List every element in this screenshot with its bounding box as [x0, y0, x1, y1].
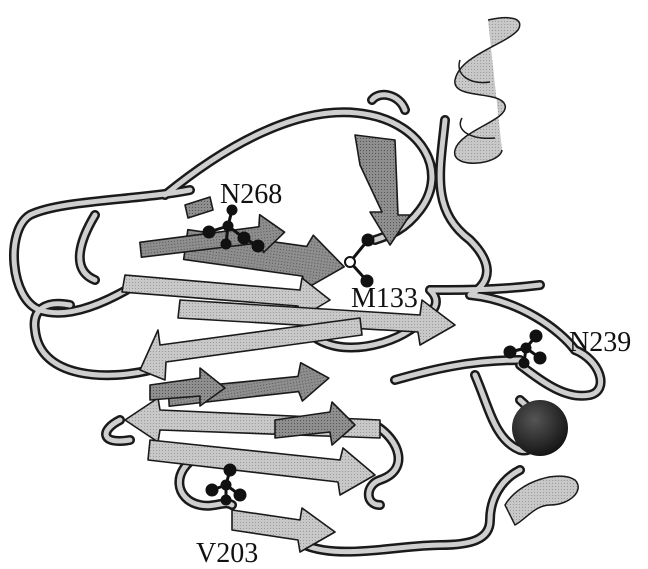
strand-arrow: [355, 135, 410, 245]
residue-label-n268: N268: [220, 181, 282, 209]
metal-ion-sphere: [512, 400, 568, 456]
residue-label-m133: M133: [351, 285, 418, 313]
helix-top-right: [455, 18, 520, 164]
helix-bottom-right: [505, 476, 578, 525]
residue-m133-sticks: [345, 235, 373, 286]
strand-arrow: [185, 197, 213, 218]
strand-arrow: [275, 402, 355, 445]
residue-label-v203: V203: [196, 540, 258, 568]
residue-label-n239: N239: [569, 329, 631, 357]
